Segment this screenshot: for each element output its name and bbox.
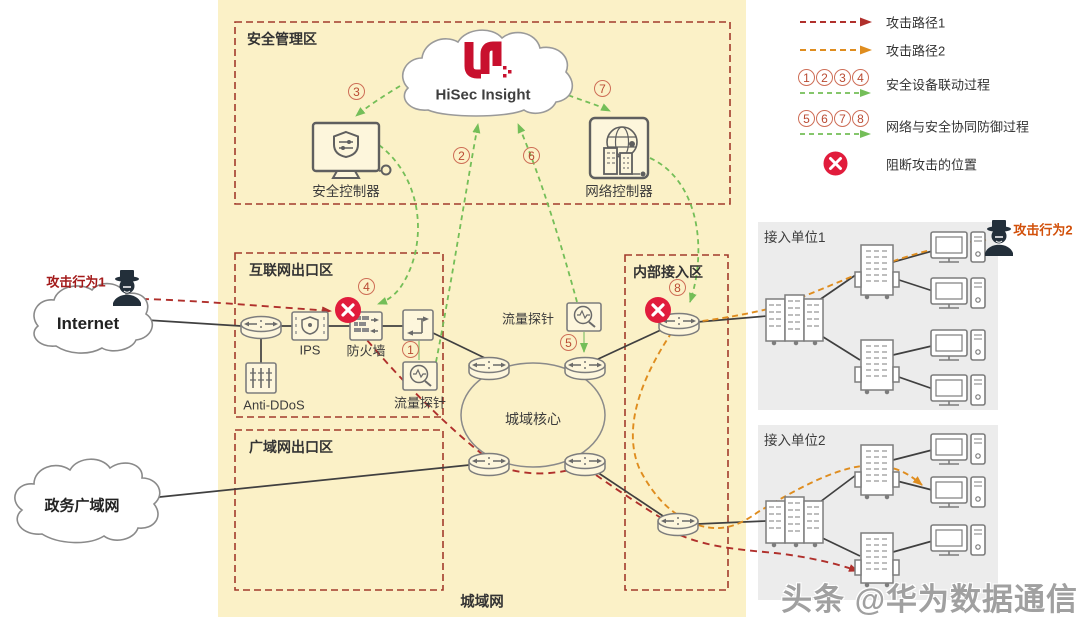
- legend-step-3: 3: [834, 69, 851, 86]
- traffic-probe-core-label: 流量探针: [501, 311, 555, 327]
- firewall-label: 防火墙: [346, 343, 386, 359]
- metro-core-label: 城域核心: [505, 411, 561, 427]
- hisec-cloud: [402, 29, 574, 117]
- unit2-access-switch-top-icon: [854, 444, 900, 500]
- network-controller-label: 网络控制器: [585, 184, 653, 199]
- unit1-pc2-icon: [930, 277, 986, 309]
- unit1-access-switch-top-icon: [854, 244, 900, 300]
- legend-linkage-arrow: [800, 89, 871, 97]
- legend-step-2: 2: [816, 69, 833, 86]
- zone-label-unit1: 接入单位1: [764, 230, 826, 245]
- metro-core-ring: [460, 362, 606, 468]
- unit1-pc4-icon: [930, 374, 986, 406]
- gov-wan-cloud: [14, 458, 161, 544]
- legend-linkage-label: 安全设备联动过程: [886, 77, 991, 93]
- step-2-badge: 2: [453, 147, 470, 164]
- unit2-pc3-icon: [930, 524, 986, 556]
- management-zone-border: [234, 21, 731, 205]
- traffic-probe-internet-label: 流量探针: [393, 395, 447, 411]
- legend-step-5: 5: [798, 110, 815, 127]
- ips-icon: [291, 311, 329, 341]
- legend-attack-path1-arrow: [800, 17, 872, 27]
- attack-behavior2-label: 攻击行为2: [1013, 222, 1073, 238]
- unit1-pc3-icon: [930, 329, 986, 361]
- unit1-access-switch-bottom-icon: [854, 339, 900, 395]
- anti-ddos-label: Anti-DDoS: [243, 397, 305, 413]
- legend-step-1: 1: [798, 69, 815, 86]
- anti-ddos-icon: [245, 362, 277, 394]
- attack-behavior1-label: 攻击行为1: [46, 274, 106, 290]
- legend-defense-arrow: [800, 130, 871, 138]
- security-linkage-paths: [355, 85, 700, 363]
- block-badge-internal-icon: [643, 295, 673, 325]
- internet-exit-zone-border: [234, 252, 444, 418]
- legend-block-icon: [823, 151, 848, 176]
- step-3-badge: 3: [348, 83, 365, 100]
- core-router-top-right-icon: [564, 356, 606, 381]
- internal-access-zone-border: [624, 254, 729, 591]
- step-1-badge: 1: [402, 341, 419, 358]
- legend-block-label: 阻断攻击的位置: [886, 157, 978, 173]
- internet-label: Internet: [56, 314, 120, 333]
- security-controller-label: 安全控制器: [312, 184, 380, 199]
- legend-step-6: 6: [816, 110, 833, 127]
- core-router-bottom-right-icon: [564, 452, 606, 477]
- wan-exit-zone-border: [234, 429, 444, 591]
- zone-label-internal-access: 内部接入区: [633, 264, 703, 280]
- ips-label: IPS: [299, 342, 321, 358]
- access-router-unit2-icon: [657, 512, 699, 537]
- block-badge-firewall-icon: [333, 295, 363, 325]
- zone-label-internet-exit: 互联网出口区: [249, 262, 333, 278]
- zone-label-metro: 城域网: [460, 594, 504, 611]
- unit1-aggregation-switch-icon: [765, 294, 824, 346]
- zone-label-management: 安全管理区: [247, 31, 317, 47]
- zone-label-unit2: 接入单位2: [764, 433, 826, 448]
- legend-step-4: 4: [852, 69, 869, 86]
- step-6-badge: 6: [523, 147, 540, 164]
- step-7-badge: 7: [594, 80, 611, 97]
- watermark: 头条 @华为数据通信: [781, 582, 1078, 617]
- core-router-bottom-left-icon: [468, 452, 510, 477]
- unit1-pc1-icon: [930, 231, 986, 263]
- hisec-insight-label: HiSec Insight: [435, 86, 531, 104]
- network-controller-icon: [588, 116, 650, 180]
- step-4-badge: 4: [358, 278, 375, 295]
- probe-tap-links: [418, 332, 588, 360]
- core-router-top-left-icon: [468, 356, 510, 381]
- traffic-probe-core-icon: [566, 302, 602, 332]
- legend-step-8: 8: [852, 110, 869, 127]
- exit-switch-icon: [402, 309, 434, 341]
- unit2-pc2-icon: [930, 476, 986, 508]
- zone-label-wan-exit: 广域网出口区: [249, 439, 333, 455]
- unit2-aggregation-switch-icon: [765, 496, 824, 548]
- traffic-probe-internet-icon: [402, 361, 438, 391]
- legend-attack-path2-label: 攻击路径2: [886, 43, 946, 59]
- step-5-badge: 5: [560, 334, 577, 351]
- legend-step-7: 7: [834, 110, 851, 127]
- legend-attack-path1-label: 攻击路径1: [886, 15, 946, 31]
- legend-attack-path2-arrow: [800, 45, 872, 55]
- step-8-badge: 8: [669, 279, 686, 296]
- internet-exit-router-icon: [240, 315, 282, 340]
- gov-wan-label: 政务广域网: [44, 497, 120, 515]
- legend-defense-label: 网络与安全协同防御过程: [886, 119, 1030, 135]
- security-controller-icon: [311, 121, 392, 179]
- hisec-logo-icon: [464, 41, 512, 79]
- unit2-pc1-icon: [930, 433, 986, 465]
- attack-path-2: [632, 239, 987, 530]
